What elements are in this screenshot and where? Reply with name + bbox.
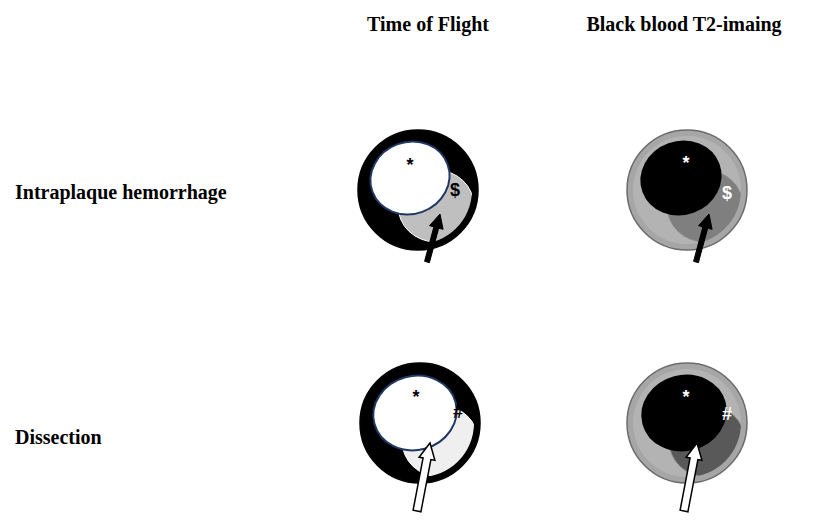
column-header: Black blood T2-imaing [586,12,781,36]
black-arrow [694,214,713,263]
vessel-lumen [365,366,465,459]
vessel-cross-section: *$ [356,128,480,252]
white-arrow [680,443,702,512]
row-label: Intraplaque hemorrhage [15,180,227,204]
vessel-lumen [634,366,734,459]
vessel-wall [627,130,747,250]
vessel-outline [358,361,482,485]
black-arrow [425,214,444,263]
white-arrow [413,443,435,512]
black-arrow [694,214,713,263]
white-arrow [413,443,435,512]
region-marker: * [682,388,689,406]
region-marker: * [412,388,419,406]
column-header: Time of Flight [367,12,489,36]
region-marker: # [453,403,463,421]
vessel-cross-section: *$ [625,128,749,252]
vessel-outline [625,361,749,485]
white-arrow [680,443,702,512]
region-marker: # [722,405,732,423]
region-marker: $ [722,184,732,202]
vessel-outline [356,128,480,252]
vessel-cross-section: *# [625,361,749,485]
black-arrow [425,214,444,263]
vessel-lumen [631,130,731,225]
region-marker: * [682,154,689,172]
vessel-cross-section: *# [358,361,482,485]
region-marker: * [406,156,413,174]
vessel-wall [627,363,747,483]
region-marker: $ [450,181,460,199]
vessel-wall [358,130,478,250]
vessel-wall [360,363,480,483]
vessel-lumen [360,130,460,225]
row-label: Dissection [15,425,102,449]
